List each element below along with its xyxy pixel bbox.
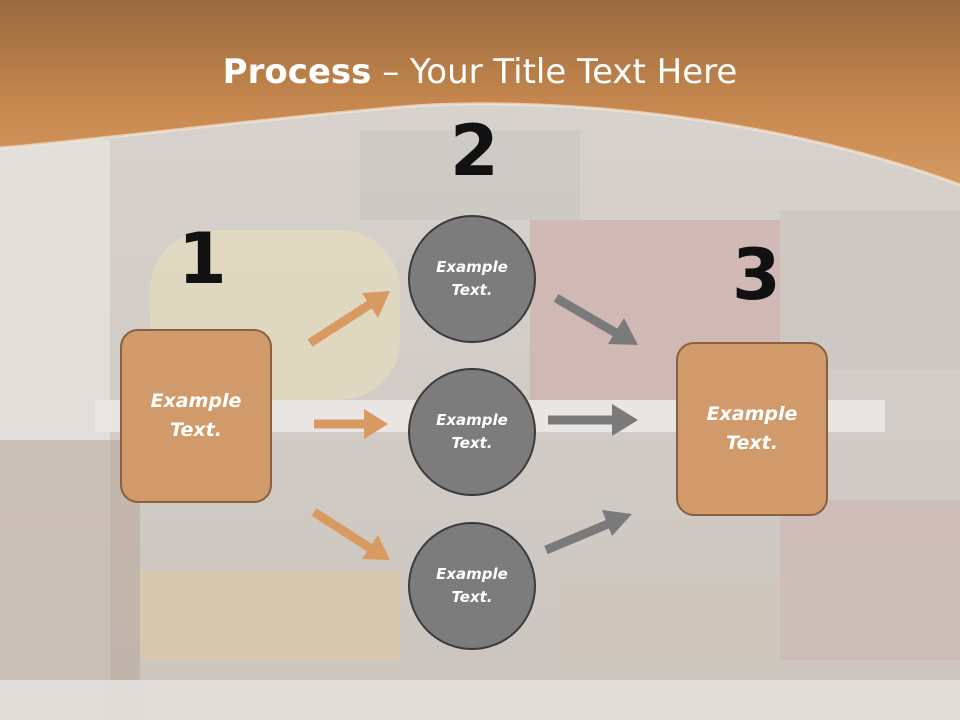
- arrow-orange-mid: [314, 409, 388, 439]
- arrow-gray-up: [544, 510, 632, 555]
- left-text-box[interactable]: Example Text.: [120, 329, 272, 503]
- step-number-2: 2: [450, 110, 499, 192]
- process-circle-top[interactable]: Example Text.: [408, 215, 536, 343]
- process-circle-middle[interactable]: Example Text.: [408, 368, 536, 496]
- arrow-orange-up: [307, 291, 390, 347]
- arrow-gray-mid: [548, 404, 638, 436]
- arrow-orange-down: [311, 508, 390, 560]
- title-dash: –: [382, 52, 400, 92]
- circle-bottom-line2: Text.: [451, 588, 493, 606]
- arrow-gray-down: [553, 294, 638, 345]
- title-rest: Your Title Text Here: [410, 52, 738, 92]
- right-box-line2: Text.: [726, 432, 778, 454]
- right-text-box[interactable]: Example Text.: [676, 342, 828, 516]
- slide-title: Process – Your Title Text Here: [0, 52, 960, 92]
- step-number-3: 3: [732, 234, 781, 316]
- step-number-1: 1: [178, 218, 227, 300]
- left-box-line1: Example: [150, 390, 242, 412]
- title-bold: Process: [222, 52, 372, 92]
- circle-top-line2: Text.: [451, 281, 493, 299]
- process-circle-bottom[interactable]: Example Text.: [408, 522, 536, 650]
- circle-middle-line2: Text.: [451, 434, 493, 452]
- circle-top-line1: Example: [436, 258, 508, 276]
- left-box-line2: Text.: [170, 419, 222, 441]
- circle-bottom-line1: Example: [436, 565, 508, 583]
- circle-middle-line1: Example: [436, 411, 508, 429]
- right-box-line1: Example: [706, 403, 798, 425]
